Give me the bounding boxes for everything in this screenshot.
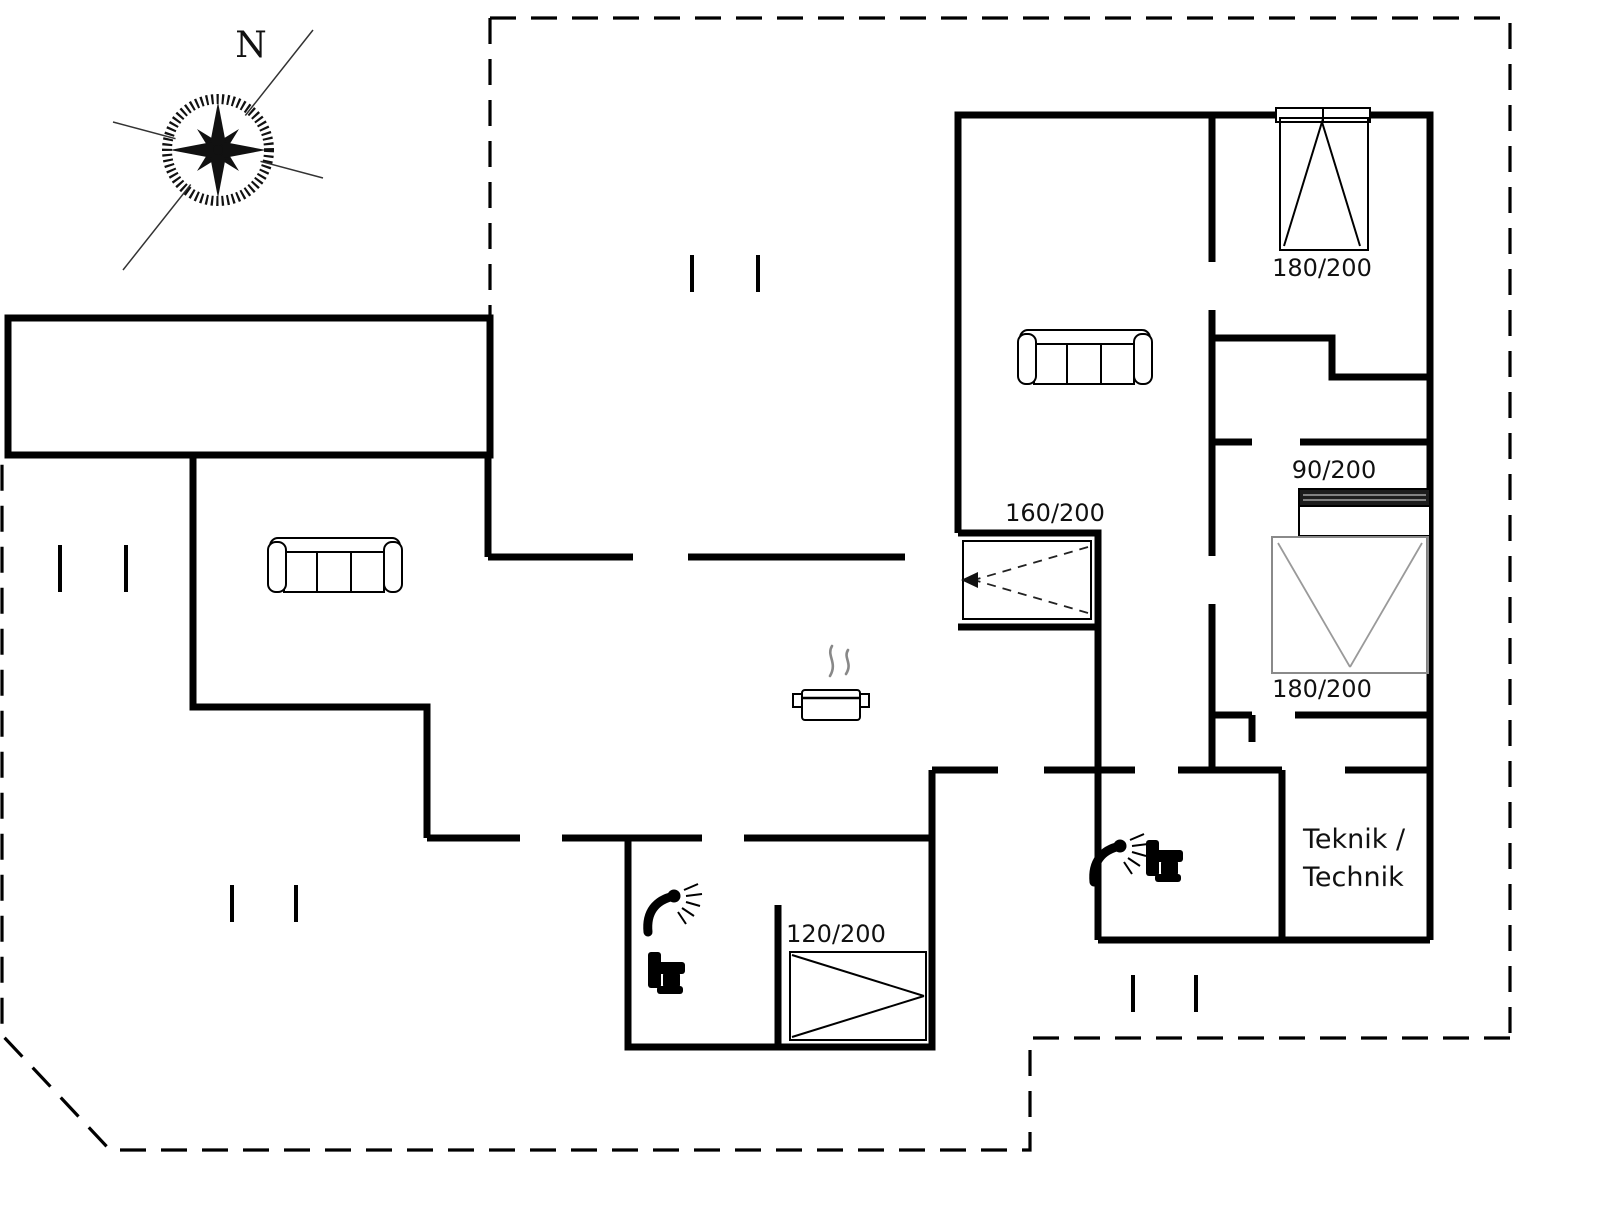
terrace-boundary [0,16,1512,1152]
teknik-label-line1: Teknik / [1302,824,1406,855]
toilet-icon-left [648,952,685,994]
window-markers [58,255,1198,1012]
bed-size-label-bunk: 120/200 [786,920,886,948]
sofa-icon-living [1017,329,1153,385]
teknik-room-label: Teknik / Technik [1302,824,1406,893]
wall-alcove [958,529,1102,770]
bed-icon-top-right [1279,117,1369,251]
compass-rose-icon [112,29,324,271]
bed-size-label-top-right: 180/200 [1272,254,1372,282]
bed-icon-alcove [961,540,1092,620]
stove-pot-icon [792,644,870,721]
window-top-right [1275,107,1371,123]
north-label: N [235,25,267,66]
bed-icon-bunk [789,951,927,1041]
shower-icon-left [648,884,702,932]
wall-annex [4,314,494,459]
bed-size-label-double: 180/200 [1272,675,1372,703]
wall-utility-block [1094,766,1430,944]
bed-icon-double-right [1271,536,1429,674]
bed-size-label-alcove: 160/200 [1005,499,1105,527]
bed-icon-single-right [1298,488,1431,537]
shower-icon-right [1094,834,1148,882]
toilet-icon-right [1146,840,1183,882]
walls [4,111,1434,1051]
sofa-icon-left [267,537,403,593]
teknik-label-line2: Technik [1302,862,1404,893]
wall-left-wing [189,455,492,838]
bed-size-label-single: 90/200 [1292,456,1376,484]
wall-bathroom-left [624,770,936,1051]
wall-bedroom-dividers [1208,115,1430,770]
wall-kitchen [427,553,932,842]
